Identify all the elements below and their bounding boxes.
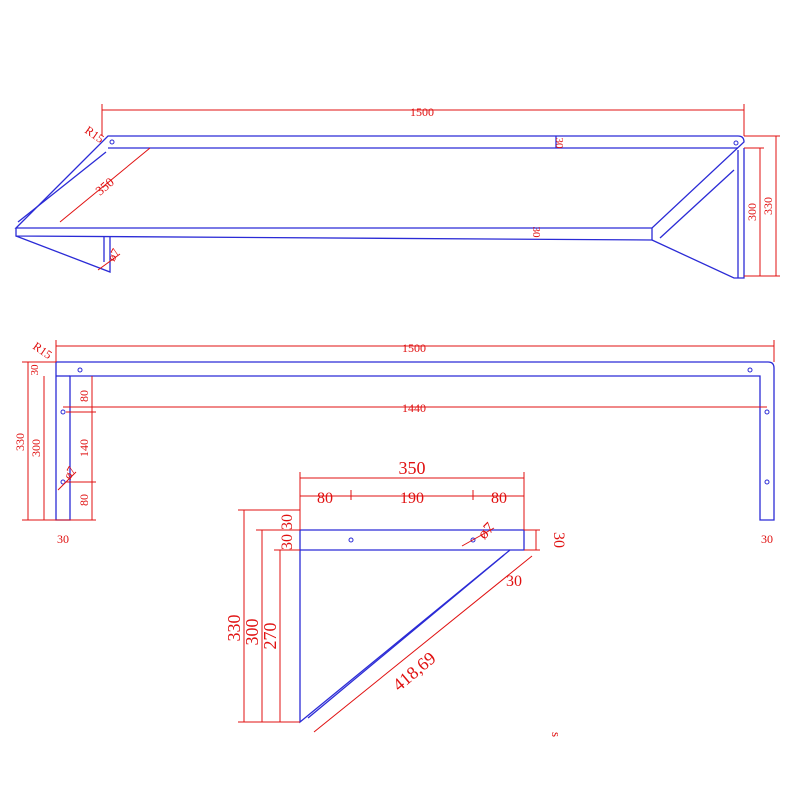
dim-width-label: 350 bbox=[399, 458, 426, 478]
dim-hole-offset-left-label: 80 bbox=[317, 490, 333, 507]
dim-overall-height-label: 330 bbox=[13, 433, 27, 451]
bracket-outline bbox=[299, 529, 525, 724]
dim-hole-spacing-label: 190 bbox=[400, 490, 424, 507]
dim-hole-label: ø7 bbox=[104, 246, 122, 263]
hole-icon bbox=[77, 367, 83, 373]
dim-hole-label: ø7 bbox=[60, 464, 78, 481]
hole-icon bbox=[764, 409, 770, 415]
stray-mark: s bbox=[549, 732, 564, 737]
hole-icon bbox=[109, 139, 115, 145]
dim-hole-offset-right-label: 80 bbox=[491, 490, 507, 507]
dim-length-label: 1500 bbox=[410, 105, 434, 119]
dim-hole-spacing-label: 140 bbox=[77, 439, 91, 457]
dim-bracket-height-label: 300 bbox=[29, 439, 43, 457]
shelf-top-outline bbox=[14, 135, 745, 229]
hole-icon bbox=[60, 409, 66, 415]
bracket-view: 350 80 190 80 ø7 30 30 30 330 300 270 41… bbox=[224, 458, 567, 737]
hole-icon bbox=[733, 140, 739, 146]
dim-diagonal-label: 418,69 bbox=[389, 648, 440, 695]
dim-line bbox=[59, 147, 151, 223]
leader-line bbox=[97, 253, 121, 271]
left-bracket bbox=[15, 235, 111, 273]
dim-top-a-label: 30 bbox=[279, 514, 296, 530]
hole-icon bbox=[348, 537, 354, 543]
left-diagonal bbox=[17, 151, 107, 223]
dim-line bbox=[313, 555, 533, 733]
dim-right-thickness-label: 30 bbox=[550, 532, 567, 548]
dim-radius-label: R15 bbox=[30, 339, 54, 362]
right-bracket bbox=[651, 148, 745, 279]
dim-hole-offset-top-label: 80 bbox=[77, 390, 91, 402]
dim-lip-front-label: 30 bbox=[530, 227, 542, 239]
dim-lip-top-label: 30 bbox=[29, 364, 41, 376]
dim-overall-height-label: 330 bbox=[761, 197, 775, 215]
leader-line bbox=[57, 471, 77, 491]
hole-icon bbox=[764, 479, 770, 485]
dim-diagonal-thickness-label: 30 bbox=[506, 573, 522, 590]
dim-height-270-label: 270 bbox=[260, 623, 280, 650]
dim-length-label: 1500 bbox=[402, 341, 426, 355]
dim-bracket-height-label: 300 bbox=[745, 203, 759, 221]
dim-hole-label: ø7 bbox=[475, 519, 498, 542]
hole-icon bbox=[747, 367, 753, 373]
bracket-inner-diagonal bbox=[307, 554, 505, 719]
dim-leg-width-right-label: 30 bbox=[761, 532, 773, 546]
dim-leg-width-left-label: 30 bbox=[57, 532, 69, 546]
dim-hole-offset-bottom-label: 80 bbox=[77, 494, 91, 506]
dim-top-b-label: 30 bbox=[279, 534, 296, 550]
dim-radius-label: R15 bbox=[82, 123, 106, 146]
hole-icon bbox=[470, 537, 476, 543]
dim-lip-top-label: 30 bbox=[553, 138, 565, 150]
perspective-view: 1500 R15 350 ø7 30 30 300 330 bbox=[14, 104, 780, 279]
dim-height-300-label: 300 bbox=[242, 619, 262, 646]
front-view: 1500 R15 1440 30 330 300 80 140 80 ø7 30… bbox=[13, 339, 775, 546]
leader-line bbox=[461, 527, 495, 547]
dim-overall-height-label: 330 bbox=[224, 615, 244, 642]
shelf-front-lip bbox=[15, 228, 653, 241]
dim-hole-distance-label: 1440 bbox=[402, 401, 426, 415]
right-bracket-diag bbox=[659, 169, 735, 239]
hole-icon bbox=[60, 479, 66, 485]
